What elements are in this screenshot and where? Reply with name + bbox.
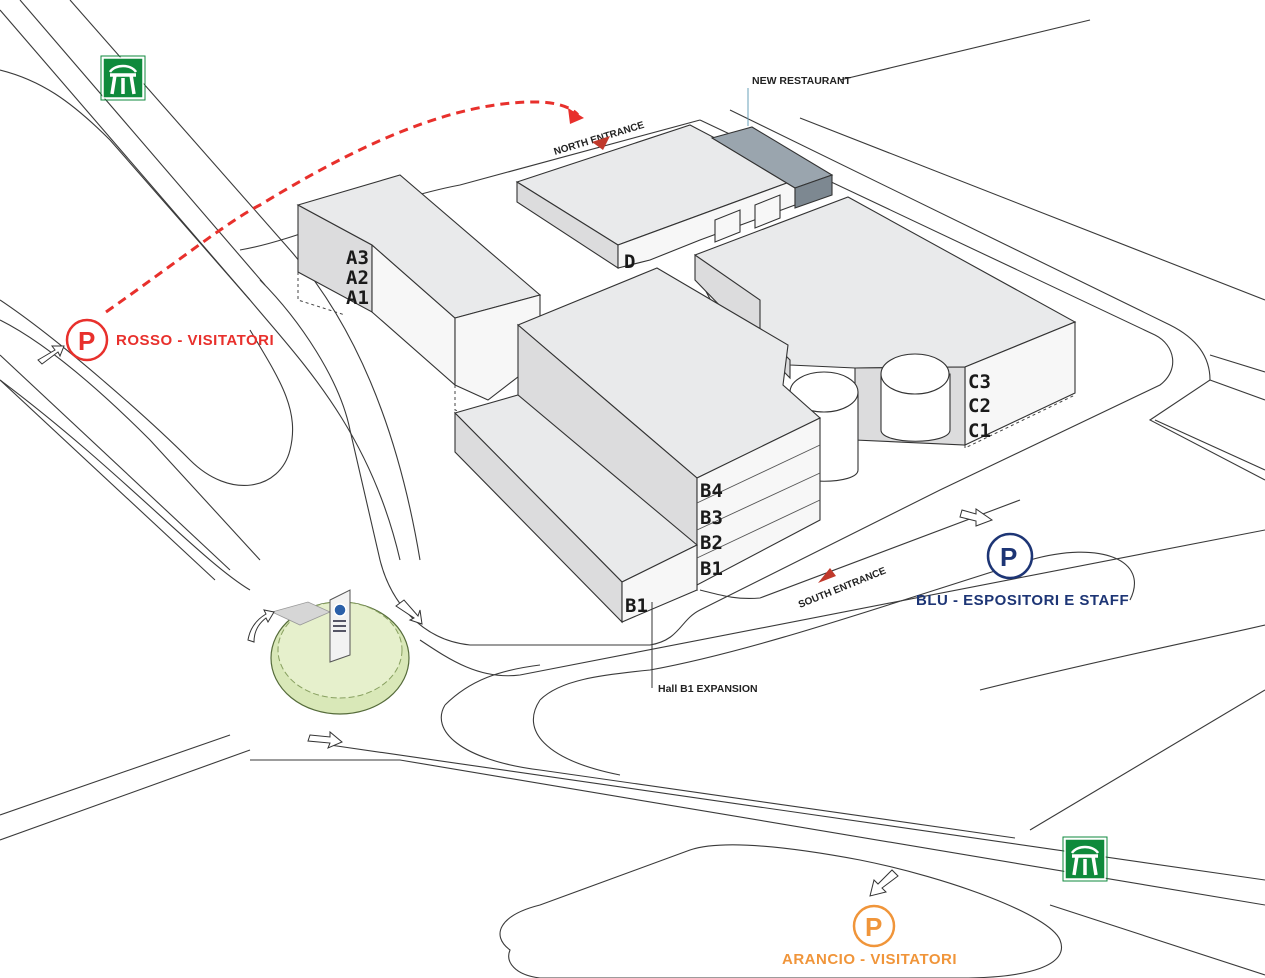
silo-right	[880, 353, 951, 442]
hall-label-a3: A3	[346, 247, 369, 269]
hall-label-b4: B4	[700, 480, 723, 502]
new-restaurant-building	[710, 126, 834, 209]
hall-labels: A3 A2 A1 D C3 C2 C1 B4 B3 B2 B1 B1	[346, 247, 991, 617]
parking-icon	[852, 904, 896, 948]
hall-label-b1: B1	[700, 558, 723, 580]
parking-blu[interactable]: P BLU - ESPOSITORI E STAFF	[916, 532, 1129, 609]
sign-totem-icon	[329, 589, 351, 663]
direction-arrow-icon	[959, 508, 994, 527]
hall-label-b2: B2	[700, 532, 723, 554]
hall-label-c2: C2	[968, 395, 991, 417]
motorway-icon	[1062, 836, 1108, 882]
direction-arrow-icon	[395, 599, 423, 625]
hall-label-c1: C1	[968, 420, 991, 442]
hall-label-b1-expansion: B1	[625, 595, 648, 617]
south-entrance-label: SOUTH ENTRANCE	[797, 565, 888, 610]
hall-b-building	[453, 267, 821, 624]
parking-arancio-symbol: P	[865, 912, 882, 942]
parking-icon	[986, 532, 1034, 580]
south-entrance: SOUTH ENTRANCE	[797, 565, 888, 610]
direction-arrow-icon	[37, 345, 65, 365]
parking-blu-symbol: P	[1000, 542, 1017, 572]
hall-d-building	[515, 124, 797, 270]
motorway-icon	[100, 55, 146, 101]
hall-label-d: D	[624, 251, 635, 273]
parking-icon	[65, 318, 109, 362]
new-restaurant-label: NEW RESTAURANT	[752, 75, 852, 87]
hall-b1-expansion-label: Hall B1 EXPANSION	[658, 683, 758, 695]
hall-label-a1: A1	[346, 287, 369, 309]
direction-arrow-icon	[247, 609, 275, 643]
hall-c-building	[694, 196, 1077, 449]
route-to-north-entrance	[105, 100, 580, 314]
direction-arrow-icon	[307, 730, 343, 749]
hall-label-c3: C3	[968, 371, 991, 393]
hall-label-a2: A2	[346, 267, 369, 289]
parking-arancio[interactable]: P ARANCIO - VISITATORI	[782, 904, 957, 968]
north-entrance-marker-icon	[592, 136, 610, 150]
route-arrowhead-icon	[568, 108, 584, 124]
parking-arancio-label: ARANCIO - VISITATORI	[782, 951, 957, 968]
parking-rosso-label: ROSSO - VISITATORI	[116, 332, 274, 349]
direction-arrow-icon	[869, 869, 899, 897]
hall-a-building	[296, 174, 542, 421]
parking-blu-label: BLU - ESPOSITORI E STAFF	[916, 592, 1129, 609]
parking-rosso[interactable]: P ROSSO - VISITATORI	[65, 318, 274, 362]
hall-label-b3: B3	[700, 507, 723, 529]
parking-rosso-symbol: P	[78, 326, 95, 356]
south-entrance-marker-icon	[818, 568, 836, 583]
